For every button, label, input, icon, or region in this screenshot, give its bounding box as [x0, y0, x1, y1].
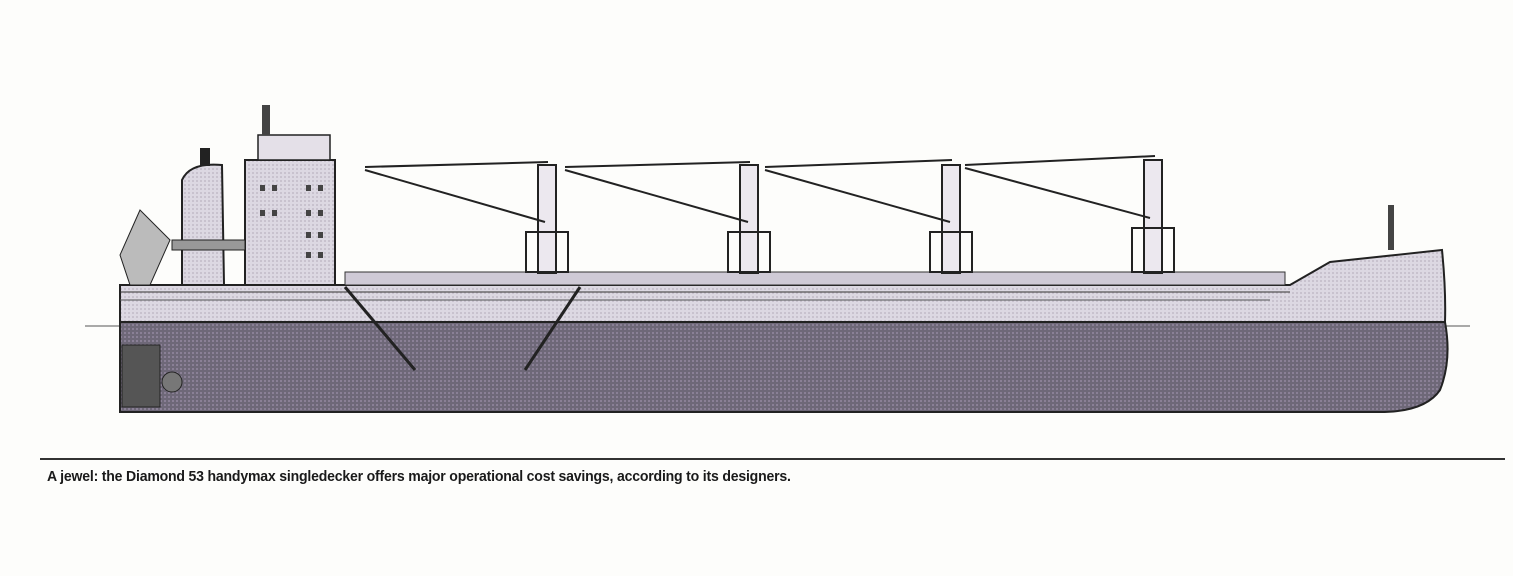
cranes	[364, 155, 1175, 274]
propeller	[161, 371, 183, 393]
lower-hull	[119, 321, 1449, 413]
crane-4	[964, 155, 1175, 274]
crane-3	[764, 159, 973, 274]
upper-hull	[119, 248, 1447, 323]
hatch-coamings	[344, 271, 1286, 286]
foremast	[1388, 205, 1394, 250]
crane-2	[564, 161, 771, 274]
lifeboat-davit	[119, 209, 171, 286]
rudder	[121, 344, 161, 408]
caption-rule	[40, 458, 1505, 460]
superstructure	[244, 159, 336, 286]
ship-drawing	[85, 105, 1470, 413]
funnel	[181, 163, 226, 286]
crane-1	[364, 161, 569, 274]
figure-caption: A jewel: the Diamond 53 handymax singled…	[47, 469, 791, 485]
